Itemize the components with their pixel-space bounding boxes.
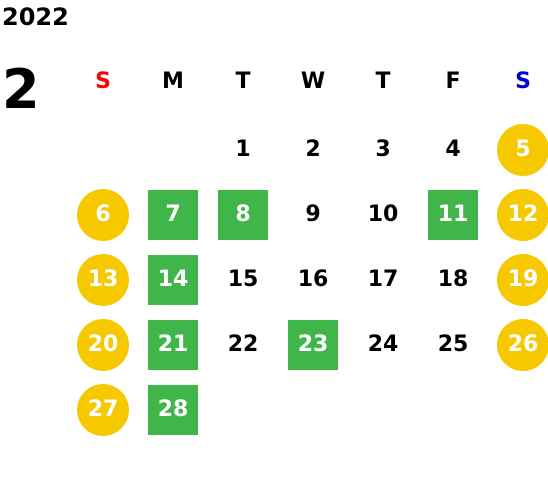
day-cell[interactable]: 24 [348,312,418,377]
day-number: 9 [305,202,321,227]
day-number: 14 [148,254,198,305]
day-cell[interactable]: 15 [208,247,278,312]
day-number: 18 [437,267,469,292]
day-number: 17 [367,267,399,292]
day-cell[interactable]: 9 [278,182,348,247]
day-number: 28 [148,384,198,435]
day-number: 4 [445,137,461,162]
day-cell[interactable]: 28 [138,377,208,442]
day-cell[interactable]: 20 [68,312,138,377]
day-cell[interactable]: 17 [348,247,418,312]
day-cell[interactable]: 21 [138,312,208,377]
day-number: 20 [77,318,129,371]
day-number: 26 [497,318,548,371]
day-cell[interactable]: 12 [488,182,548,247]
day-number: 16 [297,267,329,292]
day-number: 3 [375,137,391,162]
day-number: 13 [77,253,129,306]
weekday-label: M [162,68,184,94]
day-number: 5 [497,123,548,176]
day-number: 6 [77,188,129,241]
day-number: 24 [367,332,399,357]
day-cell[interactable]: 18 [418,247,488,312]
day-number: 11 [428,189,478,240]
day-cell[interactable]: 6 [68,182,138,247]
day-number: 8 [218,189,268,240]
day-cell[interactable]: 5 [488,117,548,182]
weekday-label: F [445,68,461,94]
day-cell[interactable]: 26 [488,312,548,377]
day-cell[interactable]: 3 [348,117,418,182]
day-cell[interactable]: 8 [208,182,278,247]
day-cell[interactable]: 7 [138,182,208,247]
day-number: 7 [148,189,198,240]
day-number: 15 [227,267,259,292]
weekday-label: S [95,68,111,94]
day-number: 22 [227,332,259,357]
day-number: 12 [497,188,548,241]
day-cell[interactable]: 11 [418,182,488,247]
day-cell[interactable]: 16 [278,247,348,312]
day-cell[interactable]: 23 [278,312,348,377]
day-number: 21 [148,319,198,370]
day-cell[interactable]: 4 [418,117,488,182]
day-number: 23 [288,319,338,370]
day-cell[interactable]: 13 [68,247,138,312]
calendar-year: 2022 [2,3,69,31]
day-number: 2 [305,137,321,162]
day-number: 25 [437,332,469,357]
day-cell[interactable]: 10 [348,182,418,247]
day-number: 1 [235,137,251,162]
weekday-label: S [515,68,531,94]
day-number: 19 [497,253,548,306]
day-cell[interactable]: 1 [208,117,278,182]
weekday-label: W [300,68,326,94]
weekday-label: T [235,68,251,94]
day-cell[interactable]: 2 [278,117,348,182]
calendar-month: 2 [2,58,40,121]
weekday-label: T [375,68,391,94]
day-cell[interactable]: 27 [68,377,138,442]
day-cell[interactable]: 22 [208,312,278,377]
day-cell[interactable]: 14 [138,247,208,312]
day-cell[interactable]: 25 [418,312,488,377]
day-number: 10 [367,202,399,227]
day-number: 27 [77,383,129,436]
day-cell[interactable]: 19 [488,247,548,312]
